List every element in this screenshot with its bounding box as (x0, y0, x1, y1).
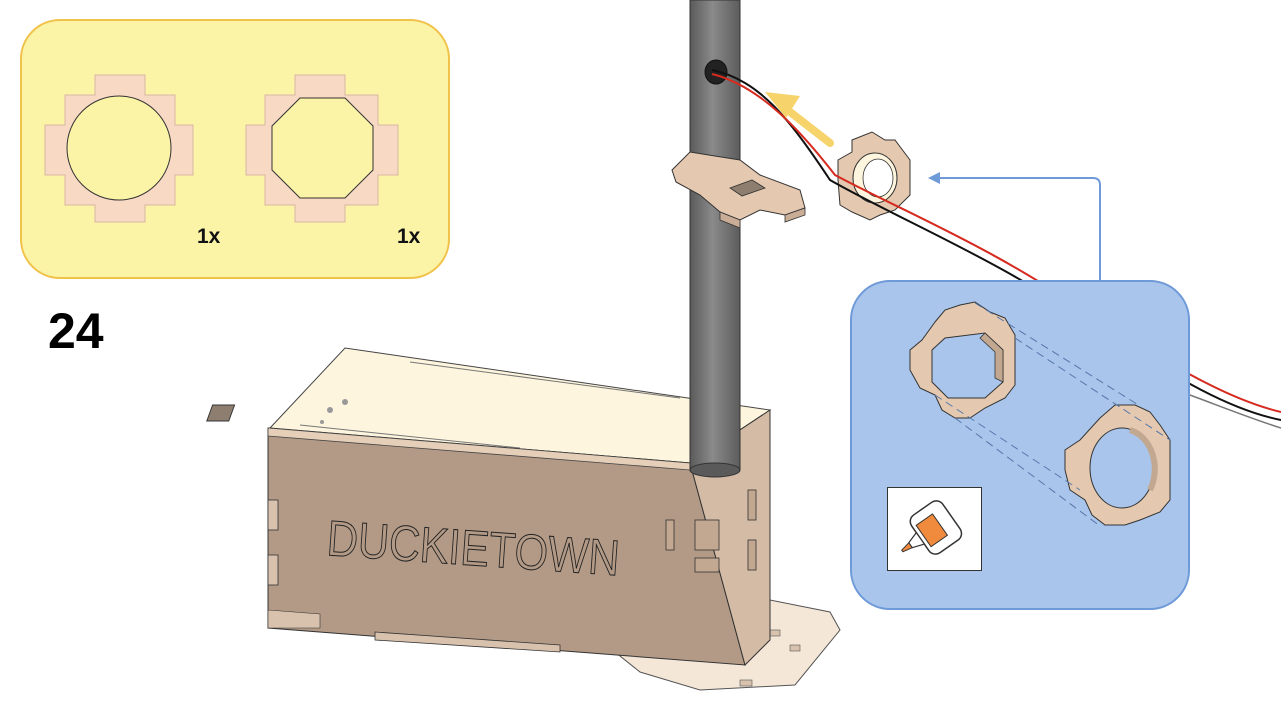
part-octagon-hole-plate (245, 74, 399, 223)
pole-bracket (671, 151, 806, 229)
part-round-hole-plate (44, 74, 194, 223)
glue-box (887, 487, 982, 571)
slide-direction-arrow (765, 92, 834, 147)
alignment-lines (934, 302, 1171, 527)
box-front (267, 427, 746, 666)
pole (689, 0, 741, 478)
cable (711, 69, 1281, 429)
step-number: 24 (48, 303, 104, 359)
part-quantity-2: 1x (397, 225, 421, 248)
glue-bottle-icon (901, 500, 963, 555)
callout-arrow (928, 172, 1101, 280)
exploded-nut-a (909, 301, 1016, 419)
exploded-nut-b (1064, 404, 1171, 526)
part-quantity-1: 1x (197, 225, 221, 248)
